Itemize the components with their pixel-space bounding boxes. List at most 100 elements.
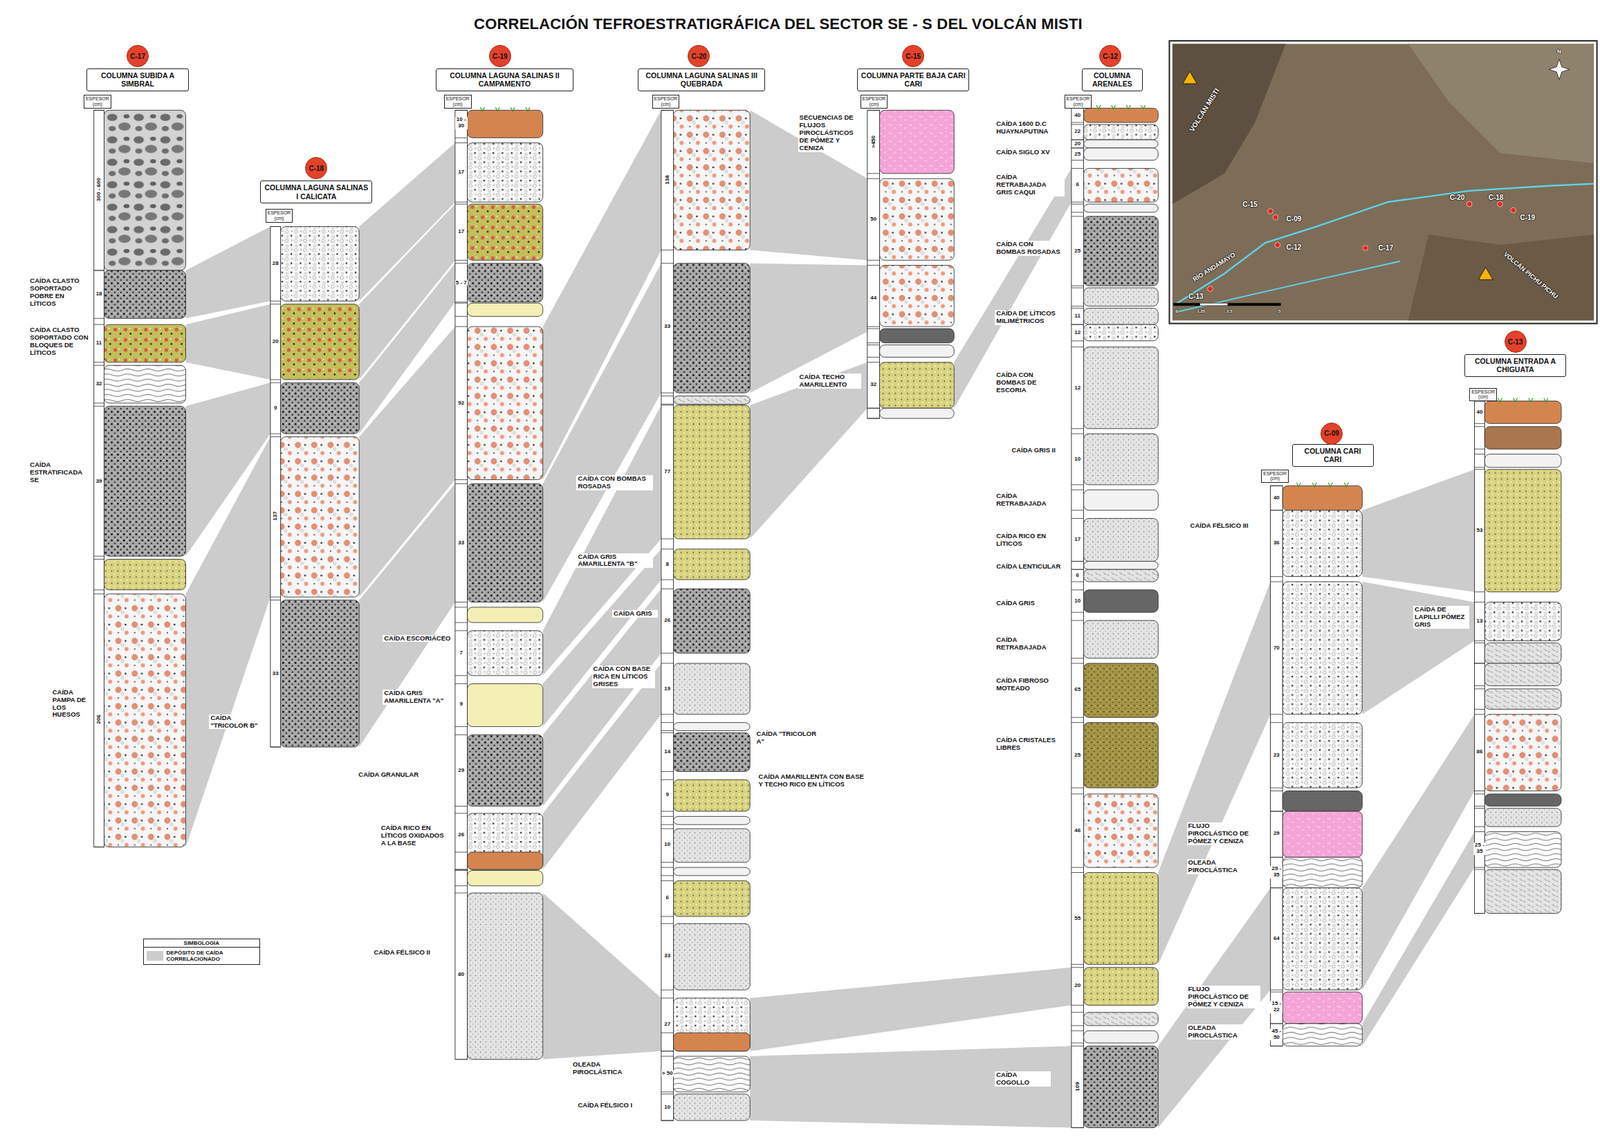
thickness-value: 77	[663, 468, 671, 475]
scale-tick	[1270, 509, 1284, 511]
correlation-band	[1157, 888, 1271, 1129]
thickness-value: 7	[459, 650, 464, 657]
thickness-value: 22	[1073, 128, 1082, 135]
node-text: C-15	[905, 52, 921, 61]
grass-mark	[1543, 397, 1549, 402]
node-text: COLUMNA LAGUNA SALINAS I CALICATA	[263, 183, 369, 201]
thickness-value: 11	[1074, 313, 1082, 320]
correlation-band	[359, 483, 456, 748]
legend-row: DEPÓSITO DE CAÍDA CORRELACIONADO	[143, 947, 261, 965]
map-label: C-09	[1286, 214, 1302, 223]
scale-tick	[1474, 869, 1486, 871]
scale-tick	[661, 1032, 674, 1034]
layer-name: CAÍDA LENTICULAR	[994, 563, 1064, 571]
scale-tick	[1071, 307, 1084, 309]
column-badge: C-20	[687, 44, 710, 68]
thickness-value: 65	[1073, 686, 1082, 694]
scale-tick	[867, 326, 880, 328]
tephra-layer	[1282, 857, 1363, 888]
scale-tick	[867, 264, 880, 266]
layer-name: CAÍDA FÉLSICO II	[372, 949, 442, 957]
scale-tick	[1071, 346, 1084, 348]
map-label: 2.5	[1226, 309, 1232, 314]
scale-tick	[661, 861, 674, 863]
layer-name: CAÍDA GRANULAR	[356, 771, 434, 779]
tephra-layer	[1083, 569, 1159, 582]
tephra-layer	[1282, 485, 1363, 510]
tephra-layer	[467, 607, 544, 623]
thickness-value: 92	[457, 399, 465, 407]
map-label: 5	[1278, 309, 1281, 314]
tephra-layer	[1484, 808, 1562, 828]
tephra-layer	[1484, 602, 1562, 642]
tephra-layer	[1083, 204, 1159, 213]
scale-tick	[1474, 469, 1486, 470]
scale-tick	[661, 588, 674, 590]
correlation-band	[749, 109, 868, 261]
tephra-layer	[1083, 287, 1159, 307]
scale-tick	[661, 1056, 674, 1057]
tephra-layer	[1484, 643, 1562, 665]
node-text: COLUMNA LAGUNA SALINAS II CAMPAMENTO	[439, 71, 570, 89]
tephra-layer	[673, 867, 751, 876]
scale-tick	[661, 403, 674, 405]
tephra-layer	[879, 265, 955, 328]
scale-tick	[270, 379, 281, 380]
column-badge: C-09	[1320, 422, 1343, 445]
scale-tick	[270, 596, 281, 598]
scale-tick	[1071, 561, 1084, 562]
sample-site-dot	[1466, 201, 1473, 207]
grass-mark	[1312, 482, 1317, 487]
scale-tick	[1270, 509, 1284, 511]
thickness-scale	[1474, 401, 1486, 914]
scale-tick	[661, 538, 674, 540]
scale-tick	[1071, 787, 1084, 789]
layer-name: CAÍDA RETRABAJADA GRIS CAQUI	[994, 173, 1064, 197]
scale-tick	[1071, 1005, 1084, 1006]
thickness-value: 45 - 50	[1270, 1028, 1283, 1042]
tephra-layer	[673, 828, 751, 863]
map-frame	[1169, 40, 1597, 324]
tephra-layer	[467, 204, 544, 261]
tephra-layer	[280, 600, 360, 748]
node-text: ESPESOR (cm)	[1066, 96, 1091, 107]
scale-tick	[1270, 810, 1284, 812]
tephra-layer	[1484, 714, 1562, 792]
tephra-layer	[1282, 1023, 1363, 1046]
tephra-layer	[673, 880, 751, 917]
map-terrain	[1408, 234, 1594, 321]
column-title-box: COLUMNA PARTE BAJA CARI CARI	[857, 68, 970, 92]
map-label: C-15	[1242, 200, 1258, 209]
thickness-value: 80	[457, 971, 465, 978]
grass-mark	[1296, 482, 1301, 487]
scale-tick	[661, 109, 674, 111]
tephra-layer	[673, 1056, 751, 1093]
layer-name: CAÍDA FÉLSICO III	[1189, 522, 1253, 530]
map-label: 1.25	[1196, 309, 1206, 314]
map-label: C-17	[1377, 244, 1394, 252]
diagram-title: CORRELACIÓN TEFROESTRATIGRÁFICA DEL SECT…	[387, 15, 1170, 34]
tephra-layer	[1083, 872, 1159, 965]
scale-tick	[1071, 484, 1084, 485]
thickness-value: 9	[273, 405, 278, 412]
scale-tick	[94, 361, 105, 363]
thickness-value: 55	[1073, 915, 1082, 922]
thickness-value: 17	[457, 228, 465, 235]
scale-tick	[1071, 428, 1084, 429]
correlation-band	[749, 362, 868, 539]
correlation-band	[749, 967, 1072, 1052]
scale-tick	[661, 915, 674, 917]
tephra-layer	[467, 684, 544, 728]
thickness-value: 300 - 600	[96, 177, 103, 202]
scale-tick	[1270, 576, 1284, 577]
tephra-layer	[879, 362, 955, 409]
thickness-value: 12	[1073, 384, 1082, 391]
correlation-band	[1362, 469, 1475, 593]
thickness-value: 137	[272, 511, 279, 522]
node-text: COLUMNA ARENALES	[1085, 71, 1140, 89]
scale-tick	[455, 316, 468, 317]
scale-tick	[1071, 1127, 1084, 1129]
tephra-layer	[673, 732, 751, 772]
scale-tick	[661, 579, 674, 581]
tephra-layer	[1083, 124, 1159, 140]
